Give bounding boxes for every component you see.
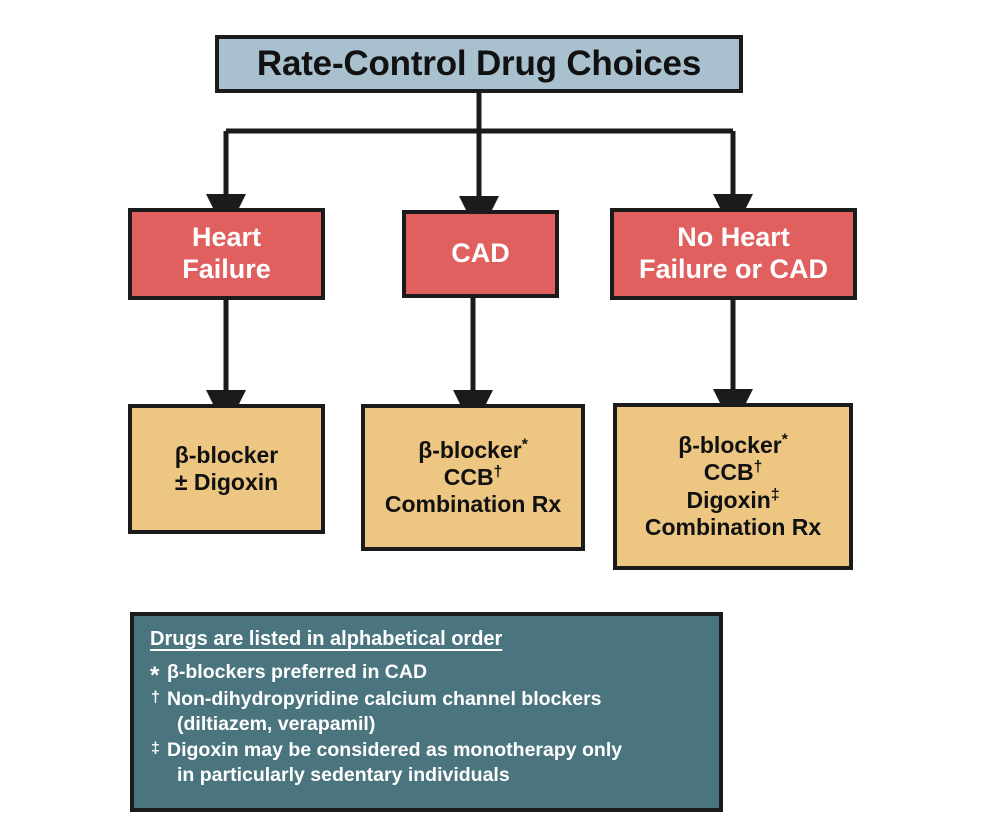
condition-label-line2: Failure (182, 254, 271, 284)
condition-label-line2: Failure or CAD (638, 254, 829, 284)
treatment-text: Combination Rx (384, 491, 562, 518)
treatment-footnote-marker: * (781, 431, 788, 449)
legend-note-dagger: † Non-dihydropyridine calcium channel bl… (150, 687, 703, 737)
treatment-text: CCB (703, 459, 754, 486)
treatment-text: ± Digoxin (174, 469, 279, 495)
legend-note-continuation: (diltiazem, verapamil) (177, 712, 376, 735)
condition-label-line1: CAD (451, 238, 510, 269)
treatment-line: CCB† (704, 459, 763, 486)
treatment-text: β-blocker (174, 441, 279, 468)
legend-heading: Drugs are listed in alphabetical order (150, 628, 503, 650)
condition-box-cad: CAD (402, 210, 559, 298)
treatment-footnote-marker: † (493, 463, 503, 481)
legend-note-continuation: in particularly sedentary individuals (177, 764, 510, 786)
treatment-line: β-blocker* (418, 437, 528, 464)
treatment-text: Combination Rx (644, 513, 822, 540)
legend-note-asterisk: * β-blockers preferred in CAD (150, 660, 703, 689)
condition-box-heart-failure: Heart Failure (128, 208, 325, 300)
treatment-text: β-blocker (678, 432, 782, 459)
treatment-box-heart-failure: β-blocker ± Digoxin (128, 404, 325, 534)
condition-label-line1: No Heart (677, 222, 790, 253)
legend-panel: Drugs are listed in alphabetical order *… (130, 612, 723, 812)
treatment-line: Digoxin‡ (686, 487, 779, 514)
treatment-line: Combination Rx (645, 514, 821, 541)
dagger-marker: † (151, 688, 160, 706)
treatment-footnote-marker: ‡ (770, 485, 780, 503)
legend-note-text: β-blockers preferred in CAD (167, 661, 428, 683)
treatment-text: Digoxin (686, 486, 771, 513)
treatment-footnote-marker: * (521, 436, 528, 454)
condition-label-line1: Heart (191, 222, 262, 253)
diagram-title-box: Rate-Control Drug Choices (215, 35, 743, 93)
legend-note-text: Digoxin may be considered as monotherapy… (167, 739, 623, 762)
treatment-line: Combination Rx (385, 491, 561, 518)
legend-note-double-dagger: ‡ Digoxin may be considered as monothera… (150, 738, 703, 788)
treatment-box-no-heart-failure-or-cad: β-blocker* CCB† Digoxin‡ Combination Rx (613, 403, 853, 570)
treatment-footnote-marker: † (753, 458, 763, 476)
treatment-text: β-blocker (418, 436, 522, 463)
treatment-line: β-blocker* (678, 432, 788, 459)
treatment-text: CCB (443, 463, 494, 490)
treatment-line: CCB† (444, 464, 503, 491)
treatment-line: β-blocker (175, 442, 279, 469)
legend-note-text: Non-dihydropyridine calcium channel bloc… (167, 687, 602, 710)
treatment-box-cad: β-blocker* CCB† Combination Rx (361, 404, 585, 551)
asterisk-marker: * (150, 662, 160, 689)
page-title: Rate-Control Drug Choices (256, 44, 702, 84)
condition-box-no-heart-failure-or-cad: No Heart Failure or CAD (610, 208, 857, 300)
double-dagger-marker: ‡ (151, 740, 160, 758)
treatment-line: ± Digoxin (175, 469, 278, 496)
